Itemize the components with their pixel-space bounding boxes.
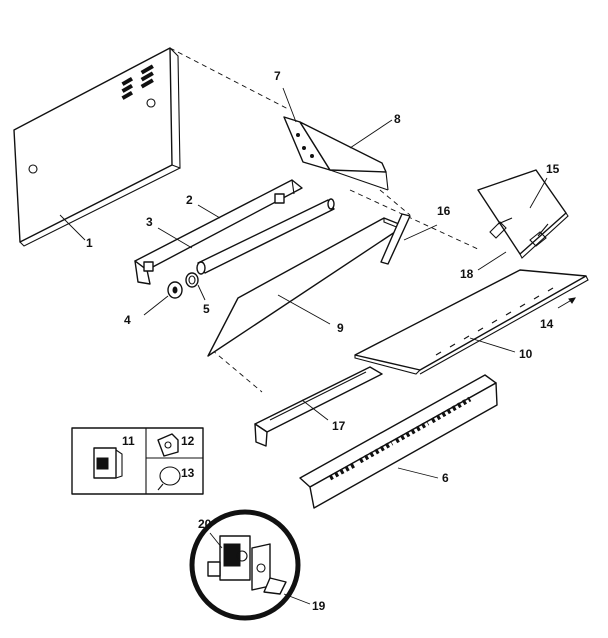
clips-18 [489, 217, 549, 247]
callout-9: 9 [337, 321, 344, 335]
back-panel-1 [13, 47, 181, 247]
spacer-5 [185, 272, 199, 288]
callout-10: 10 [519, 347, 533, 361]
burner-channel-2 [134, 179, 303, 285]
mounting-bracket-19 [251, 543, 287, 595]
callout-6: 6 [442, 471, 449, 485]
callout-5: 5 [203, 302, 210, 316]
callout-2: 2 [186, 193, 193, 207]
valve-11 [93, 447, 123, 479]
shield-plate-9 [207, 217, 405, 357]
bracket-12 [157, 433, 179, 457]
vent-slots [121, 64, 154, 100]
strip-16 [380, 213, 411, 265]
callout-11: 11 [122, 434, 135, 448]
screw-14 [557, 297, 576, 309]
callout-14: 14 [540, 317, 554, 331]
slide-rail-17 [254, 366, 383, 447]
callout-12: 12 [181, 434, 195, 448]
orifice-4 [167, 281, 183, 299]
burner-tube-3 [196, 198, 335, 275]
upper-bracket-7-8 [283, 116, 389, 191]
callout-labels: 1 2 3 4 5 6 7 8 9 10 11 12 13 14 15 16 1… [86, 69, 560, 613]
vent-holes [328, 396, 472, 481]
leader-lines [59, 87, 548, 605]
inset-parts-box [71, 427, 204, 495]
callout-15: 15 [546, 162, 560, 176]
callout-17: 17 [332, 419, 346, 433]
ring-13 [157, 466, 181, 491]
callout-7: 7 [274, 69, 281, 83]
dashed-guide-lines [169, 47, 481, 393]
circled-detail [189, 509, 301, 621]
callout-1: 1 [86, 236, 93, 250]
callout-18: 18 [460, 267, 474, 281]
safety-valve-20 [207, 535, 251, 581]
broiler-tray-10 [354, 269, 589, 375]
callout-8: 8 [394, 112, 401, 126]
tray-slots [435, 287, 554, 356]
callout-16: 16 [437, 204, 451, 218]
vent-strip-6 [299, 374, 498, 509]
upper-plate-15 [477, 169, 569, 259]
callout-13: 13 [181, 466, 195, 480]
callout-20: 20 [198, 517, 212, 531]
callout-3: 3 [146, 215, 153, 229]
callout-4: 4 [124, 313, 131, 327]
callout-19: 19 [312, 599, 326, 613]
